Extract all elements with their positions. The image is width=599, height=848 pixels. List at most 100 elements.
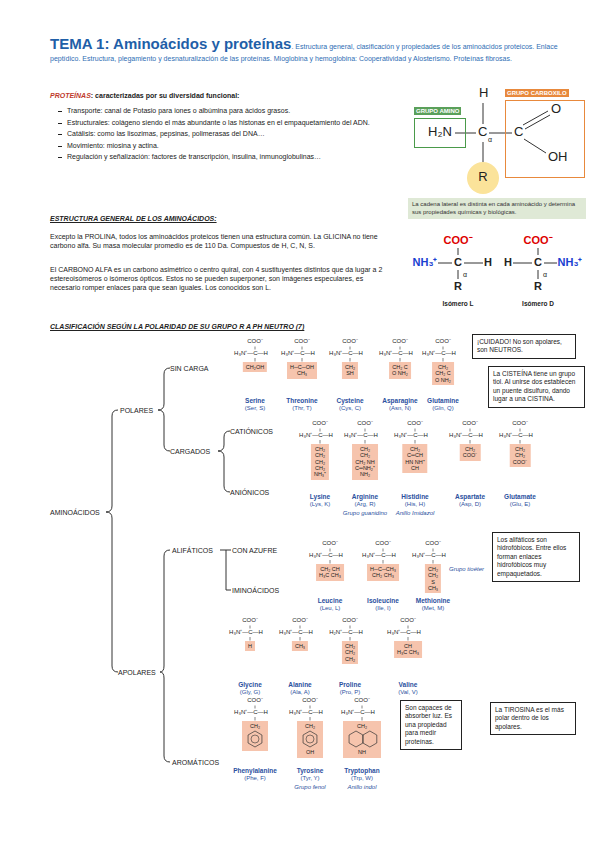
- charge-group: COO⁻: [357, 420, 373, 427]
- bond-line: [415, 440, 416, 444]
- amino-acid-name: Tryptophan: [344, 767, 379, 775]
- charge-group: COO⁻: [354, 697, 370, 704]
- side-chain: CH₂: [242, 721, 268, 751]
- box-text: CH₂ C═CH HN NH⁺ CH: [405, 446, 424, 471]
- side-chain: CH H₃C CH₃: [394, 641, 422, 658]
- amino-acid-code: (Leu, L): [320, 605, 341, 613]
- amino-acid-code: (Glu, E): [510, 501, 531, 509]
- tree-label: CON AZUFRE: [232, 546, 277, 555]
- amino-acid-code: (Pro, P): [340, 689, 361, 697]
- backbone-formula: H₃N⁺—C—H: [449, 432, 483, 439]
- box-text: CH₂ C O NH₂: [392, 364, 408, 377]
- amino-acid-code: (Cys, C): [339, 405, 361, 413]
- charge-group: COO⁻: [425, 540, 441, 547]
- amino-acid-code: (Tyr, Y): [300, 775, 319, 783]
- isomer-label: COO⁻: [443, 234, 472, 247]
- side-chain: H: [245, 641, 255, 651]
- tree-label: SIN CARGA: [170, 364, 209, 373]
- amino-acid-name: Serine: [245, 397, 265, 405]
- bond-line: [310, 717, 311, 721]
- backbone-formula: H₂N⁺—C—H: [329, 629, 363, 636]
- charge-group: COO⁻: [312, 420, 328, 427]
- bond-line: [255, 347, 256, 350]
- isomer-label: COO⁻: [523, 234, 552, 247]
- box-text: C: [514, 125, 523, 140]
- bond-line: [320, 429, 321, 432]
- amino-acid-code: (Lys, K): [310, 501, 330, 509]
- amino-group-box: GRUPO AMINOH₂N: [414, 118, 466, 148]
- amino-acid-code: (Val, V): [398, 689, 418, 697]
- box-text: CH₂ CH₂ CH₂ NH C═NH₂⁺ NH₂: [355, 446, 375, 478]
- bond-line: [470, 429, 471, 432]
- amino-acid-name: Phenylalanine: [233, 767, 277, 775]
- amino-acid-name: Isoleucine: [367, 597, 399, 605]
- caption-box: La cadena lateral es distinta en cada am…: [408, 198, 586, 219]
- box-text: CH₂ SH: [345, 364, 355, 377]
- box-text: CH₂ CH H₃C CH₃: [319, 566, 341, 579]
- section-heading: ESTRUCTURA GENERAL DE LOS AMINOÁCIDOS:: [50, 214, 217, 223]
- group-note: Grupo guanidino: [343, 510, 387, 518]
- box-text: La CISTEÍNA tiene un grupo tiol. Al unir…: [493, 370, 580, 404]
- atom-label: α: [488, 135, 492, 144]
- isomer-label: α: [543, 270, 547, 279]
- amino-acid-code: (Thr, T): [292, 405, 312, 413]
- charge-group: COO⁻: [342, 338, 358, 345]
- bond-line: [365, 429, 366, 432]
- bond-line: [383, 560, 384, 564]
- amino-acid-code: (Ile, I): [375, 605, 390, 613]
- ring-bond: [306, 735, 314, 743]
- tree-label: ALIFÁTICOS: [172, 546, 213, 555]
- bond-line: [470, 440, 471, 444]
- side-chain: CH₂OH: [243, 362, 267, 372]
- bullet-text: Regulación y señalización: factores de t…: [67, 152, 398, 161]
- backbone-formula: H₃N⁺—C—H: [422, 350, 456, 357]
- backbone-formula: H₃N⁺—C—H: [229, 629, 263, 636]
- tree-label: CARGADOS: [170, 447, 210, 456]
- page-title: TEMA 1: Aminoácidos y proteínas: [50, 35, 291, 52]
- bullet-text: Estructurales: colágeno siendo el más ab…: [67, 118, 398, 127]
- bond-line: [443, 347, 444, 350]
- amino-acid-code: (Ala, A): [290, 689, 310, 697]
- ring-outline: [303, 731, 317, 747]
- aromatic-ring: [346, 730, 378, 748]
- amino-acid-name: Glutamate: [504, 493, 536, 501]
- bond-line: [400, 358, 401, 362]
- bond-line: [302, 347, 303, 350]
- intro-line: PROTEÍNAS: caracterizadas por su diversi…: [50, 91, 410, 100]
- bullet-dash: [58, 123, 62, 124]
- side-chain-circle: R: [467, 162, 499, 194]
- charge-group: COO⁻: [462, 420, 478, 427]
- bullet-row: Regulación y señalización: factores de t…: [58, 152, 398, 161]
- charge-group: COO⁻: [294, 338, 310, 345]
- isomer-label: Isómero D: [522, 300, 554, 308]
- backbone-formula: H₃N⁺—C—H: [387, 629, 421, 636]
- side-chain: CH₂ COO⁻: [460, 444, 481, 461]
- bond-line: [350, 626, 351, 629]
- bond-line: [433, 560, 434, 564]
- side-chain: CH₂OH: [297, 721, 323, 758]
- intro-text: : caracterizadas por su diversidad funci…: [91, 92, 240, 99]
- backbone-formula: H₃N⁺—C—H: [234, 350, 268, 357]
- backbone-formula: H₃N⁺—C—H: [299, 432, 333, 439]
- charge-group: COO⁻: [392, 338, 408, 345]
- side-chain: CH₂ CH₂ CH₂ CH₂ NH₃⁺: [311, 444, 329, 480]
- curly-brace: [158, 368, 170, 451]
- bullet-dash: [58, 111, 62, 112]
- bond-line: [513, 263, 532, 264]
- bullet-row: Transporte: canal de Potasio para iones …: [58, 106, 398, 115]
- charge-group: COO⁻: [342, 617, 358, 624]
- backbone-formula: H₃N⁺—C—H: [341, 709, 375, 716]
- box-text: CH₂: [300, 723, 320, 729]
- box-text: H─C─CH₃ CH₂ CH₃: [370, 566, 396, 579]
- intro-text: PROTEÍNAS: [50, 92, 91, 99]
- bond-line: [524, 139, 546, 153]
- group-note: Anillo Imidazol: [396, 510, 435, 518]
- amino-acid-name: Asparagine: [382, 397, 417, 405]
- note-box: ¡CUIDADO! No son apolares, son NEUTROS.: [472, 334, 576, 359]
- box-text: CH₂ COO⁻: [463, 446, 478, 459]
- box-text: CH₂: [346, 723, 378, 729]
- box-text: CH₂ CH₂ C O NH₂: [435, 364, 451, 383]
- isomer-label: Isómero L: [442, 300, 473, 308]
- carboxyl-group-box: GRUPO CARBOXILOCOOH: [505, 100, 585, 178]
- amino-acid-name: Histidine: [401, 493, 428, 501]
